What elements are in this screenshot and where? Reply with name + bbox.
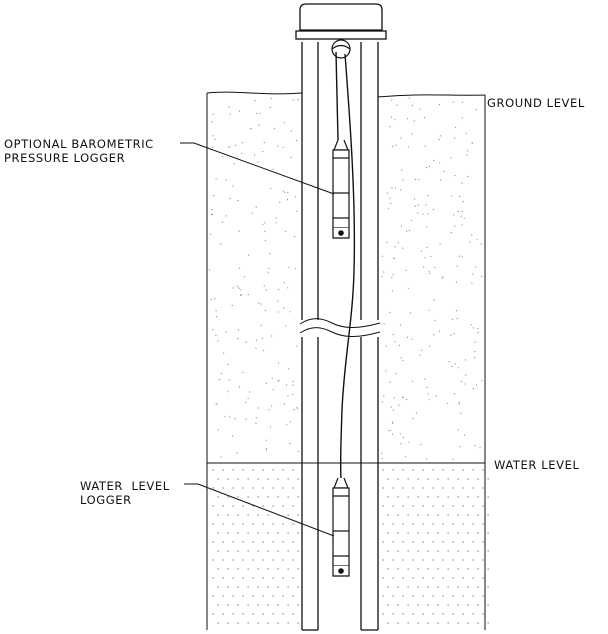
ground-level-label: GROUND LEVEL bbox=[487, 96, 585, 110]
ground-outline bbox=[206, 91, 486, 630]
water-level-logger-label-line1: WATER LEVEL bbox=[80, 479, 170, 493]
soil-texture bbox=[208, 97, 483, 460]
suspension-cable bbox=[335, 51, 356, 479]
barometric-logger-label-line2: PRESSURE LOGGER bbox=[4, 151, 126, 165]
barometric-logger-label-line1: OPTIONAL BAROMETRIC bbox=[4, 137, 154, 151]
leader-lines bbox=[180, 142, 335, 537]
cable-hanger bbox=[331, 39, 351, 59]
barometric-logger bbox=[332, 139, 350, 239]
water-level-label: WATER LEVEL bbox=[494, 458, 580, 472]
well-casing bbox=[301, 42, 379, 631]
water-level-logger bbox=[332, 477, 350, 577]
well-cap bbox=[295, 3, 387, 40]
water-level-logger-label-line2: LOGGER bbox=[80, 493, 132, 507]
casing-break-symbol bbox=[299, 318, 381, 337]
